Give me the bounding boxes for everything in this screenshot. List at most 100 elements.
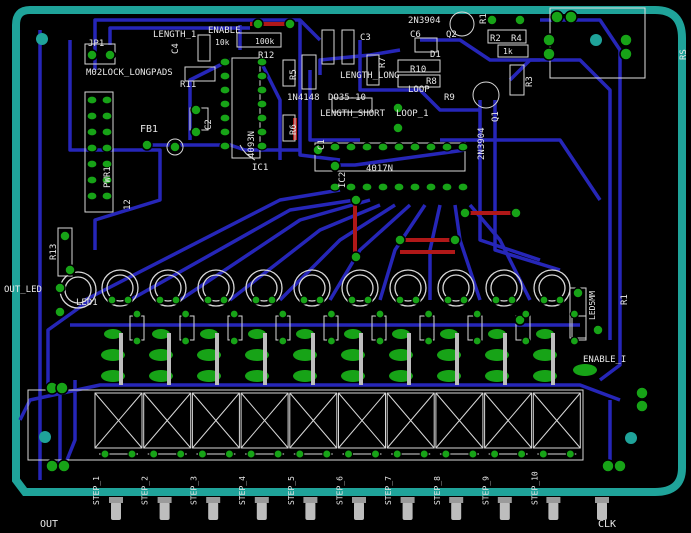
fb1-label: FB1 <box>140 124 158 135</box>
hundred-k-label: 100k <box>255 37 274 46</box>
step-jack-7 <box>386 392 435 459</box>
led-pads <box>155 295 181 305</box>
r10-label: R10 <box>410 65 426 75</box>
ic1-label: IC1 <box>252 163 268 173</box>
output-pin <box>109 497 123 520</box>
out-label: OUT <box>40 519 58 530</box>
step-diode-5 <box>326 309 336 346</box>
do35-label: DO35-10 <box>328 93 366 103</box>
r5-label: R5 <box>289 69 299 80</box>
led-pads <box>251 295 277 305</box>
diode-part-label: 1N4148 <box>287 93 320 103</box>
mounting-holes <box>36 33 637 444</box>
step-jack-6 <box>338 392 386 459</box>
board-texts: OUT CLK RS OUT_LED ENABLE_I LENGTH_1 ENA… <box>4 13 689 530</box>
q2-part-label: 2N3904 <box>408 16 441 26</box>
length-long-label: LENGTH_LONG <box>340 71 400 81</box>
loop-label: LOOP <box>408 85 430 95</box>
step-jack-3 <box>191 392 240 459</box>
output-pin <box>254 497 269 520</box>
c3-label: C3 <box>360 33 371 43</box>
led-pads <box>491 295 517 305</box>
ic2-pads-bottom <box>329 182 469 192</box>
ic2-part-label: 4017N <box>366 164 393 174</box>
step-label-3: STEP_3 <box>189 476 198 505</box>
step-output-pins <box>109 497 609 520</box>
step-label-8: STEP_8 <box>433 476 442 505</box>
ten-k-label: 10k <box>215 38 230 47</box>
output-pin <box>157 497 172 520</box>
r12-label: R12 <box>258 51 274 61</box>
step-jack-4 <box>240 392 289 459</box>
enable-i-label: ENABLE_I <box>583 355 626 365</box>
pwr1-label: PWR1 <box>103 166 113 188</box>
r8-label: R8 <box>426 77 437 87</box>
output-pin <box>352 497 366 520</box>
enable-label: ENABLE <box>208 26 241 36</box>
ic-pad-rows <box>86 57 580 346</box>
led-pads <box>299 295 325 305</box>
step-label-9: STEP_9 <box>482 476 491 505</box>
d1-label: D1 <box>430 50 441 60</box>
step-label-6: STEP_6 <box>336 476 345 505</box>
pot-shafts <box>119 333 555 385</box>
twelve-label: 12 <box>123 199 133 210</box>
c4-label: C4 <box>171 43 181 54</box>
q1-label: Q1 <box>491 111 501 122</box>
led-pads <box>443 295 469 305</box>
c6-label: C6 <box>410 30 421 40</box>
out-led-label: OUT_LED <box>4 285 42 295</box>
bottom-traces <box>18 18 622 480</box>
step-label-10: STEP_10 <box>530 471 539 505</box>
ic1-pads-right <box>256 57 268 151</box>
length-1-label: LENGTH_1 <box>153 30 196 40</box>
led1-label: LED1 <box>76 298 98 308</box>
m02-label: M02LOCK_LONGPADS <box>86 68 173 78</box>
q1-part-label: 2N3904 <box>477 127 487 160</box>
step-jack-10 <box>532 392 581 459</box>
output-pin <box>595 497 609 520</box>
output-pin <box>497 497 512 520</box>
led-pads <box>203 295 229 305</box>
step-jack-8 <box>435 392 484 459</box>
r6-label: R6 <box>289 124 299 135</box>
ic1-pads-left <box>219 57 231 151</box>
loop-1-label: LOOP_1 <box>396 109 429 119</box>
step-diode-8 <box>472 309 482 346</box>
r4-label: R4 <box>511 34 522 44</box>
r13-label: R13 <box>49 244 59 260</box>
length-short-label: LENGTH_SHORT <box>320 109 386 119</box>
step-label-1: STEP_1 <box>92 476 101 505</box>
ic2-pads-top <box>329 142 469 152</box>
led-pads <box>347 295 373 305</box>
c2-label: C2 <box>204 119 214 130</box>
step-jack-5 <box>289 392 338 459</box>
r2-label: R2 <box>490 34 501 44</box>
step-diode-10 <box>569 309 580 346</box>
output-pin <box>303 497 318 520</box>
output-pin <box>546 497 561 520</box>
step-jack-9 <box>484 392 533 459</box>
clk-label: CLK <box>598 519 616 530</box>
step-jack-2 <box>143 392 192 459</box>
header-pads-right <box>101 95 113 201</box>
r1-right-label: R1 <box>620 294 630 305</box>
step-diode-3 <box>229 309 239 346</box>
step-label-4: STEP_4 <box>238 476 247 505</box>
ic1-part-label: 4093N <box>247 131 257 158</box>
r7-label: R7 <box>378 57 388 68</box>
step-jack-boxes <box>94 392 581 459</box>
r1-top-label: R1 <box>479 13 489 24</box>
jp1-label: JP1 <box>88 39 104 49</box>
led-pads <box>107 295 133 305</box>
step-diode-7 <box>424 309 434 346</box>
c1-label: C1 <box>317 139 327 150</box>
header-pads-left <box>86 95 98 201</box>
step-diode-6 <box>375 309 385 346</box>
output-pin <box>449 497 464 520</box>
step-diode-2 <box>181 309 191 346</box>
led-pads <box>539 295 565 305</box>
